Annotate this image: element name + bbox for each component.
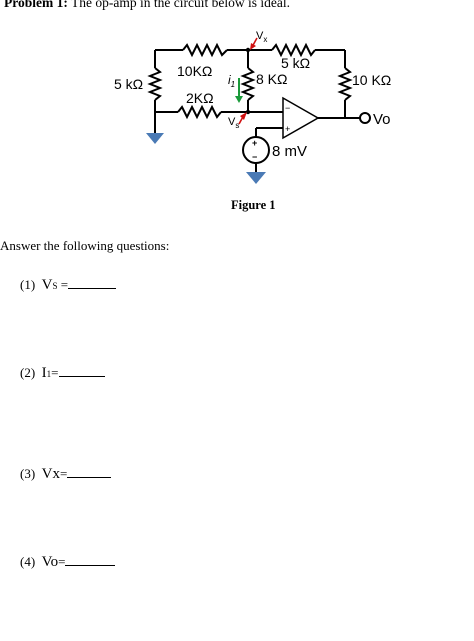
instructions: Answer the following questions: [0, 238, 170, 253]
r10k-right-label: 10 KΩ [352, 72, 391, 88]
ground-left-icon [146, 133, 164, 144]
answer-blank[interactable] [58, 364, 105, 377]
question-var: V [41, 277, 53, 293]
output-terminal [359, 112, 371, 124]
r8k-label: 8 KΩ [256, 71, 287, 87]
answer-blank[interactable] [65, 553, 116, 566]
vs-label: Vs [228, 116, 239, 130]
opamp-minus: − [285, 103, 290, 113]
source-label: 8 mV [272, 143, 307, 160]
question-var: Vx [41, 466, 61, 482]
question-number: (2) [20, 365, 36, 380]
source-minus: − [252, 152, 257, 162]
question-eq: = [57, 277, 69, 292]
question-eq: = [60, 466, 68, 481]
question-4: (4) Vo= [20, 553, 116, 571]
problem-label: Problem 1: [4, 0, 68, 10]
r5k-right-label: 5 kΩ [281, 55, 310, 71]
r10k-top-label: 10KΩ [177, 63, 212, 79]
vx-label: Vx [256, 30, 267, 44]
question-var: I [41, 365, 47, 381]
question-sub: S [52, 281, 58, 291]
r5k-left-label: 5 kΩ [114, 76, 143, 92]
question-number: (3) [20, 466, 36, 481]
i1-label: i1 [228, 73, 235, 89]
vo-label: Vo [373, 111, 391, 128]
ground-source-icon [246, 172, 266, 184]
problem-header: Problem 1: The op-amp in the circuit bel… [4, 0, 290, 11]
question-number: (1) [20, 277, 36, 292]
question-sub: 1 [46, 369, 52, 379]
question-3: (3) Vx= [20, 465, 112, 483]
question-2: (2) I1= [20, 364, 105, 382]
question-1: (1) VS = [20, 276, 117, 294]
source-plus: + [252, 138, 257, 148]
question-eq: = [51, 365, 59, 380]
question-eq: = [58, 554, 66, 569]
r2k-label: 2KΩ [186, 90, 214, 106]
circuit-figure: Vx 5 kΩ 10KΩ i1 8 KΩ 5 kΩ 2KΩ Vs 10 KΩ V… [114, 30, 391, 184]
figure-caption: Figure 1 [231, 198, 276, 212]
answer-blank[interactable] [67, 465, 112, 478]
opamp-plus: + [285, 124, 290, 134]
question-number: (4) [20, 554, 36, 569]
answer-blank[interactable] [68, 276, 117, 289]
question-var: Vo [41, 554, 59, 570]
problem-text: The op-amp in the circuit below is ideal… [67, 0, 290, 10]
